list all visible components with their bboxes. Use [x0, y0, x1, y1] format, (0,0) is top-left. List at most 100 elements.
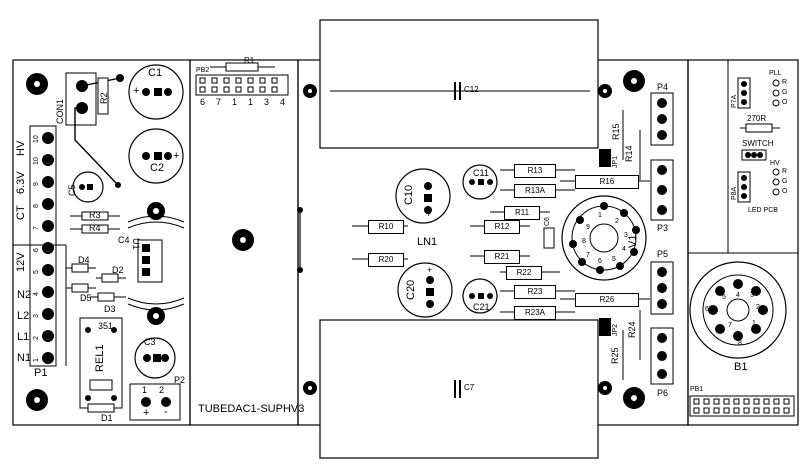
resistor-r22: R22 — [506, 266, 542, 280]
resistor-r12: R12 — [484, 220, 520, 234]
resistor-r20: R20 — [368, 253, 404, 267]
left-resistors — [66, 77, 126, 302]
pll-led-g: G — [782, 89, 788, 96]
v1-pin: 6 — [598, 258, 602, 265]
header-number: 1 — [232, 97, 238, 107]
b1-socket — [689, 261, 787, 359]
terminal-hv: HV — [15, 140, 27, 156]
label-r1: R1 — [244, 56, 255, 65]
label-p2-plus: + — [143, 407, 150, 419]
label-p8a: P8A — [731, 186, 738, 200]
label-switch: SWITCH — [742, 139, 774, 148]
label-v1: V1 — [627, 234, 639, 248]
label-r25: R25 — [610, 347, 620, 364]
resistor-r26: R26 — [575, 293, 639, 307]
pin-number: 8 — [33, 204, 40, 208]
resistor-r11: R11 — [504, 206, 540, 220]
label-jp2: JP2 — [612, 323, 619, 336]
jp2-body — [599, 318, 611, 336]
label-c20: C20 — [405, 279, 417, 300]
header-number: 4 — [280, 97, 286, 107]
con1-trace — [74, 107, 119, 186]
label-r24: R24 — [627, 321, 637, 338]
label-ln1: LN1 — [417, 236, 438, 248]
label-d4: D4 — [78, 255, 90, 265]
label-d1: D1 — [101, 413, 113, 423]
label-c1: C1 — [148, 67, 163, 79]
label-rel1: REL1 — [94, 344, 106, 372]
label-d3: D3 — [104, 304, 116, 314]
c20-body — [397, 262, 453, 318]
label-r3: R3 — [89, 210, 101, 220]
pin-number: 6 — [33, 248, 40, 252]
header-number: 3 — [264, 97, 270, 107]
terminal-l2: L2 — [17, 310, 30, 322]
header-number: 7 — [216, 97, 222, 107]
b1-pin: 2 — [756, 304, 760, 311]
pin-number: 10 — [33, 157, 40, 165]
label-jp1: JP1 — [612, 155, 619, 168]
resistor-r23: R23 — [514, 285, 556, 299]
b1-pin: 4 — [736, 292, 740, 299]
pin-number: 5 — [33, 270, 40, 274]
terminal-l1: L1 — [17, 331, 30, 343]
v1-socket — [561, 195, 647, 281]
label-hv: HV — [770, 160, 780, 167]
label-d2: D2 — [112, 265, 124, 275]
label-r4: R4 — [89, 223, 101, 233]
label-c10: C10 — [403, 184, 415, 205]
resistor-r13: R13 — [514, 164, 556, 178]
label-r2: R2 — [99, 92, 109, 104]
cap-pads-center — [424, 179, 493, 308]
pin-number: 7 — [33, 226, 40, 230]
v1-pin: 5 — [612, 256, 616, 263]
resistor-r23a: R23A — [514, 306, 556, 320]
pin-number: 3 — [33, 314, 40, 318]
label-p1: P1 — [34, 367, 48, 379]
pin-number: 1 — [33, 358, 40, 362]
label-c20-plus: + — [427, 265, 433, 275]
hv-led-o: O — [782, 188, 788, 195]
terminal-n1: N1 — [17, 352, 32, 364]
cap-pads-left — [79, 88, 172, 362]
terminal-n2: N2 — [17, 289, 32, 301]
label-p2-pin1: 1 — [142, 385, 148, 395]
v1-pin: 4 — [622, 246, 626, 253]
b1-pin: 5 — [722, 294, 726, 301]
b1-pin: 7 — [728, 322, 732, 329]
label-270r: 270R — [747, 114, 767, 123]
p2-body — [129, 383, 181, 421]
label-c4: C4 — [118, 235, 130, 245]
pin-number: 9 — [33, 182, 40, 186]
c10-body — [395, 168, 451, 224]
label-p2-minus: - — [164, 406, 168, 418]
hv-led-g: G — [782, 178, 788, 185]
label-b1: B1 — [734, 361, 748, 373]
label-p2-pin2: 2 — [159, 385, 165, 395]
label-led-pcb: LED PCB — [748, 207, 778, 214]
right-panel-outline — [687, 59, 799, 426]
label-c6: C6 — [544, 217, 551, 226]
terminal-6v3: 6.3V — [15, 171, 27, 194]
resistor-r21: R21 — [484, 250, 520, 264]
pin-number: 10 — [33, 135, 40, 143]
jp1-body — [599, 149, 611, 167]
b1-pin: 1 — [752, 320, 756, 327]
header-number: 6 — [200, 97, 206, 107]
label-c21: C21 — [473, 302, 490, 312]
label-pll: PLL — [769, 70, 782, 77]
label-r15: R15 — [611, 123, 621, 140]
resistor-r13a: R13A — [514, 184, 556, 198]
label-pb2: PB2 — [196, 67, 210, 74]
led-pcb — [737, 77, 780, 203]
v1-pin: 8 — [582, 238, 586, 245]
pb1-header — [689, 395, 795, 417]
label-c2-plus: + — [173, 150, 180, 162]
b1-pin: 8 — [738, 340, 742, 347]
label-c5: C5 — [67, 184, 77, 196]
v1-pin: 2 — [615, 218, 619, 225]
header-number: 1 — [248, 97, 254, 107]
label-c11: C11 — [473, 168, 489, 178]
resistor-r16: R16 — [575, 175, 639, 189]
